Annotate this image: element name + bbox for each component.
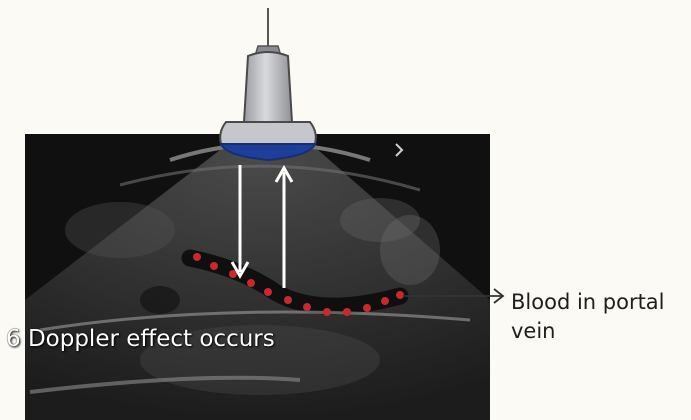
doppler-caption: 6 Doppler effect occurs xyxy=(6,328,436,351)
transducer-probe-icon xyxy=(220,8,316,160)
ultrasound-image xyxy=(25,134,490,420)
blood-in-portal-vein-label: Blood in portal vein xyxy=(511,288,689,347)
